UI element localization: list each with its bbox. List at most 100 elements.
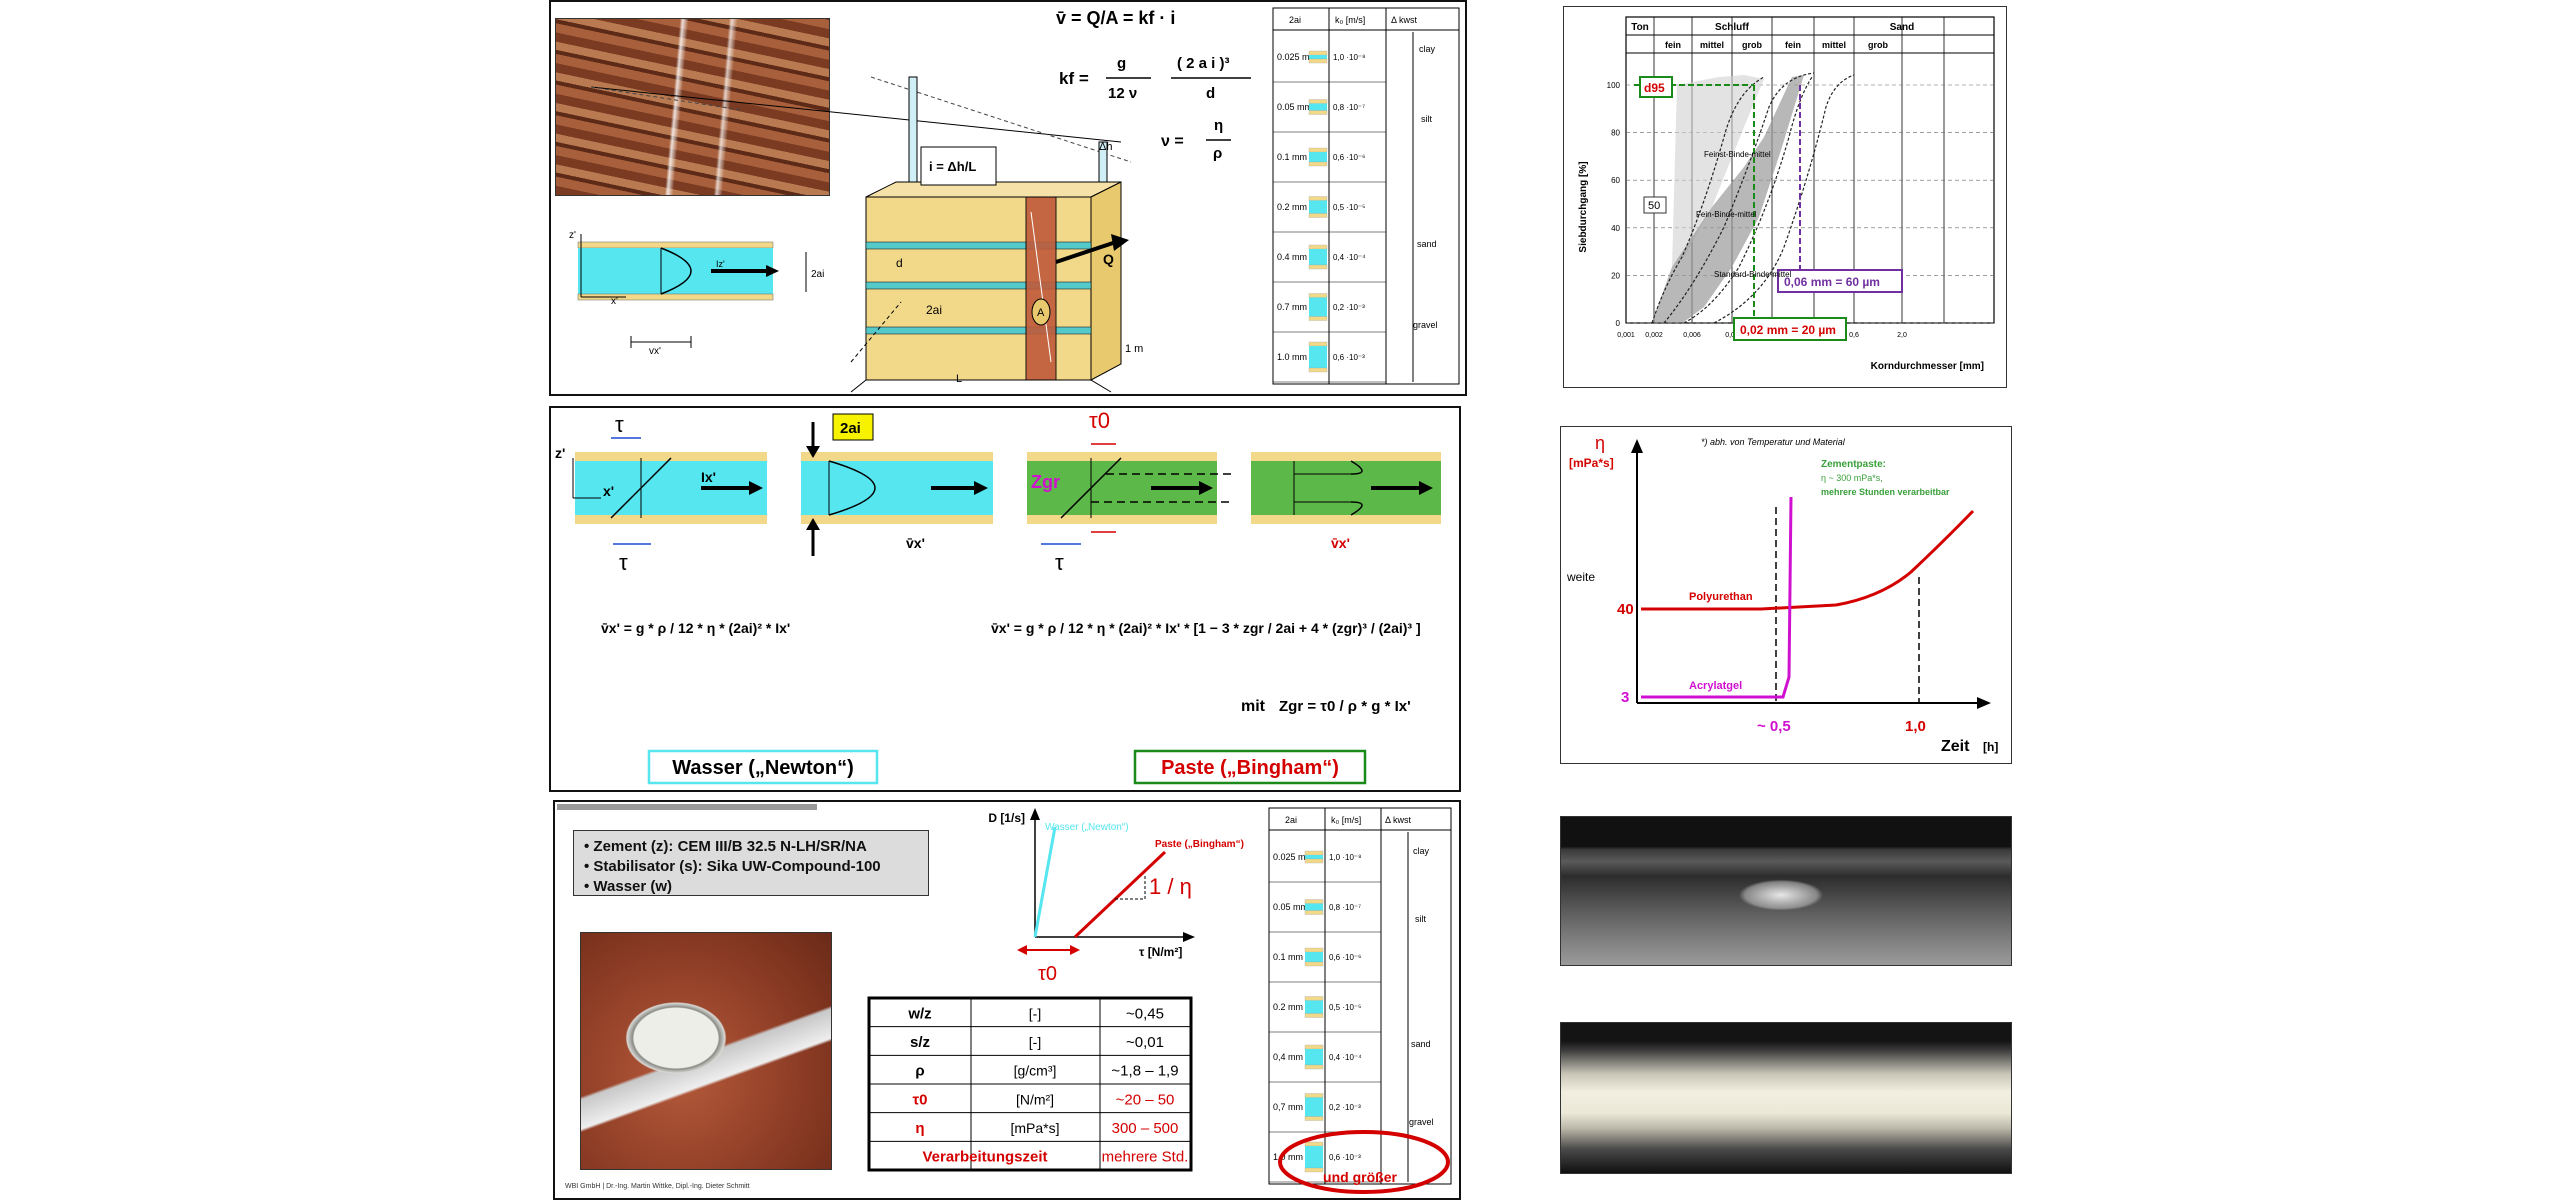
label-A: A [1037, 307, 1045, 319]
kf-k-cell: 0,6 ·10⁻⁶ [1329, 953, 1361, 962]
soil-clay: clay [1419, 44, 1436, 54]
formula-nu-rho: ρ [1213, 145, 1222, 162]
material-item-cement: • Zement (z): CEM III/B 32.5 N-LH/SR/NA [584, 838, 867, 855]
props-param-cell: Verarbeitungszeit [922, 1149, 1047, 1166]
formula-v: v̄ = Q/A = kf · i [1056, 8, 1175, 28]
label-d: d [896, 256, 903, 270]
series-acrylatgel [1641, 496, 1793, 699]
visc-x10: 1,0 [1905, 718, 1926, 735]
formula-zgr: Zgr = τ0 / ρ * g * Ix' [1279, 698, 1411, 715]
rheogram [1017, 808, 1195, 955]
rheo-tau0: τ0 [1038, 963, 1057, 985]
sieve-x-label: Korndurchmesser [mm] [1871, 361, 1984, 372]
y50-box [1643, 196, 1667, 214]
label-vx-small: vx' [649, 346, 661, 357]
kf-k-cell: 0,6 ·10⁻⁶ [1333, 153, 1365, 162]
kf-grain-band [1308, 293, 1328, 298]
paste-cup-photo [580, 932, 832, 1170]
kf-grain-band [1304, 1167, 1324, 1173]
kf-water-band [1305, 855, 1323, 859]
i-label: Ix' [701, 469, 716, 485]
kf-size-cell: 0.1 mm [1277, 152, 1307, 162]
kf-water-band [1305, 1097, 1323, 1117]
sieve-subgroup-label: grob [1868, 40, 1888, 50]
kf-k-cell: 0,2 ·10⁻³ [1333, 303, 1365, 312]
sieve-x-tick: 0,006 [1683, 332, 1701, 339]
formula-kf-g: g [1117, 55, 1126, 72]
soil2-silt: silt [1415, 914, 1426, 924]
props-value-cell: mehrere Std. [1102, 1149, 1189, 1166]
kf-th-k: k₀ [m/s] [1335, 15, 1365, 25]
kf-grain-band [1304, 1141, 1324, 1147]
circle-label: und größer [1323, 1169, 1397, 1185]
visc-note: *) abh. von Temperatur und Material [1701, 437, 1846, 447]
kf-k-cell: 0,2 ·10⁻³ [1329, 1103, 1361, 1112]
material-item-stabilizer: • Stabilisator (s): Sika UW-Compound-100 [584, 858, 881, 875]
kf-water-band [1305, 1000, 1323, 1014]
kf-grain-band [1308, 264, 1328, 270]
kf-size-cell: 0,7 mm [1273, 1102, 1303, 1112]
sieve-subgroup-label: fein [1665, 40, 1681, 50]
kf-water-band [1309, 249, 1327, 265]
props-value-cell: ~20 – 50 [1116, 1091, 1175, 1108]
sieve-x-tick: 0,001 [1617, 332, 1635, 339]
y50-label: 50 [1648, 200, 1660, 212]
kf-grain-band [1304, 1116, 1324, 1121]
flow-profile-small [577, 234, 807, 348]
footer-credit: WBI GmbH | Dr.-Ing. Martin Wittke, Dipl.… [565, 1183, 750, 1190]
sieve-x-tick: 0,6 [1849, 332, 1859, 339]
kf-size-cell: 0.025 mm [1277, 52, 1317, 62]
props-unit-cell: [N/m²] [1016, 1091, 1054, 1107]
visc-x-label: Zeit [1941, 738, 1970, 755]
purple-label-box [1777, 269, 1903, 293]
sieve-y-tick: 40 [1611, 224, 1620, 233]
newton-box-label: Wasser („Newton“) [672, 757, 854, 779]
kf-k-cell: 1,0 ·10⁻⁸ [1329, 853, 1362, 862]
kf-k-cell: 0,6 ·10⁻³ [1329, 1153, 1361, 1162]
middle-panel: τ τ z' x' Ix' 2ai v̄x' τ0 τ Zgr v̄x' v̄x… [549, 406, 1461, 792]
zone-label-3: Standard-Binde-mittel [1714, 270, 1792, 279]
soil-sand: sand [1417, 239, 1437, 249]
soil2-sand: sand [1411, 1039, 1431, 1049]
kf-grain-band [1304, 947, 1324, 953]
injection-photo-2 [1560, 1022, 2012, 1174]
props-param-cell: s/z [910, 1034, 930, 1051]
kf-grain-band [1304, 858, 1324, 864]
sieve-x-tick: 0,02 [1725, 332, 1739, 339]
channel-newton-1 [572, 437, 767, 545]
kf-grain-band [1304, 1093, 1324, 1098]
sieve-y-label: Siebdurchgang [%] [1578, 161, 1589, 252]
kf-grain-band [1304, 850, 1324, 856]
material-item-water: • Wasser (w) [584, 878, 673, 895]
kf-size-cell: 0,4 mm [1273, 1052, 1303, 1062]
gradient-box [920, 146, 997, 186]
gray-bar [557, 804, 817, 810]
props-value-cell: ~1,8 – 1,9 [1111, 1063, 1178, 1080]
kf-grain-band [1308, 341, 1328, 347]
series-polyurethan [1641, 509, 1975, 611]
sieve-x-tick: 2,0 [1897, 332, 1907, 339]
kf-k-cell: 0,8 ·10⁻⁷ [1333, 103, 1365, 112]
rheo-y: D [1/s] [988, 811, 1025, 825]
vx-newton: v̄x' [906, 535, 925, 551]
formula-kf-d: d [1206, 85, 1215, 102]
props-value-cell: ~0,01 [1126, 1034, 1164, 1051]
sieve-group-label: Schluff [1715, 22, 1750, 33]
sieve-group-label: Ton [1631, 22, 1649, 33]
kf-size-cell: 0.7 mm [1277, 302, 1307, 312]
props-unit-cell: [g/cm³] [1014, 1063, 1057, 1079]
sieve-y-tick: 80 [1611, 129, 1620, 138]
zone-label-1: Feinst-Binde-mittel [1704, 150, 1771, 159]
curve-1 [1651, 76, 1765, 324]
red-circle [1278, 1130, 1450, 1194]
sieve-y-tick: 0 [1616, 319, 1621, 328]
kf-size-cell: 0.05 mm [1273, 902, 1308, 912]
mit-label: mit [1241, 698, 1266, 715]
box-2ai: 2ai [840, 420, 861, 437]
zgr-label: Zgr [1031, 472, 1060, 492]
kf-k-cell: 1,0 ·10⁻⁸ [1333, 53, 1366, 62]
